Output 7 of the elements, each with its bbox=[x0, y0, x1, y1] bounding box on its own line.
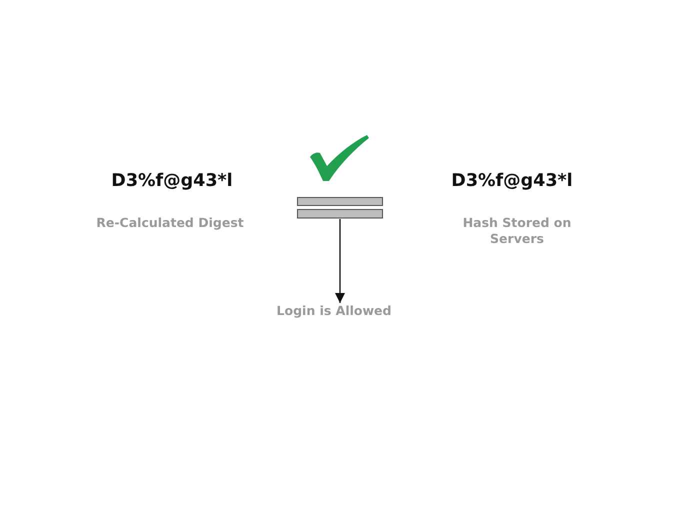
equals-sign bbox=[297, 197, 383, 219]
caption-text: Re-Calculated Digest bbox=[96, 215, 244, 232]
arrow bbox=[335, 219, 345, 303]
caption-text: Hash Stored on Servers bbox=[462, 215, 572, 248]
hash-value: D3%f@g43*l bbox=[111, 171, 233, 192]
hash-value: D3%f@g43*l bbox=[451, 171, 573, 192]
result-text: Login is Allowed bbox=[276, 303, 392, 320]
